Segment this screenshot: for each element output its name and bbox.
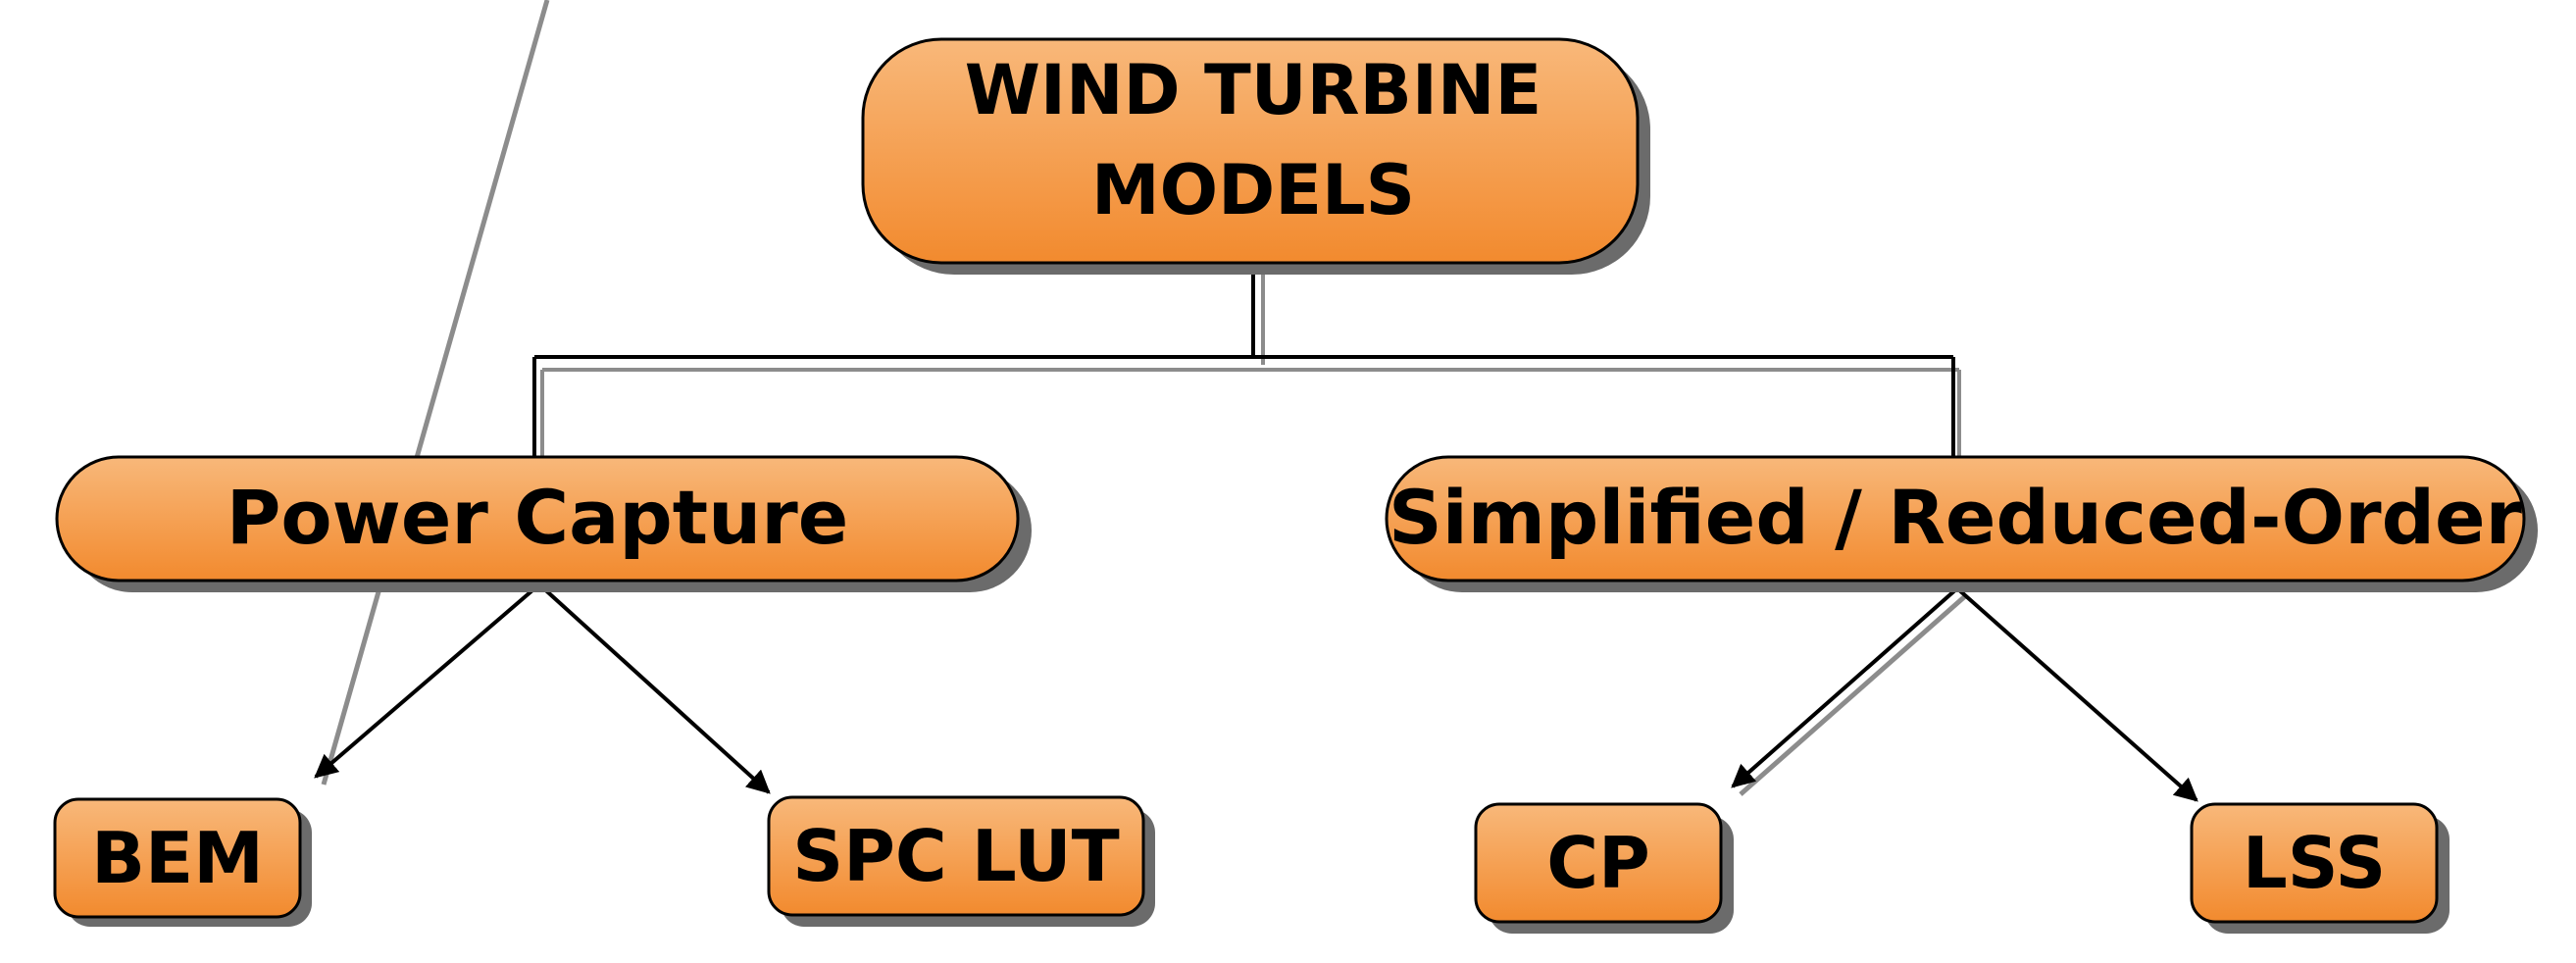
root-title-line2: MODELS	[1091, 150, 1415, 230]
spc-lut-label: SPC LUT	[792, 815, 1119, 897]
bem-label: BEM	[91, 817, 264, 899]
arrow-power-capture-to-bem	[314, 0, 550, 786]
cp-node: CP	[1474, 802, 1734, 934]
root-connector	[532, 263, 1961, 461]
simplified-reduced-order-label: Simplified / Reduced-Order	[1389, 474, 2523, 561]
root-title-line1: WIND TURBINE	[965, 50, 1542, 130]
power-capture-label: Power Capture	[227, 474, 849, 561]
spc-lut-node: SPC LUT	[767, 795, 1155, 927]
bem-node: BEM	[53, 797, 312, 927]
arrow-power-capture-to-spc-lut	[537, 583, 771, 794]
arrow-simplified-to-cp	[1731, 586, 1967, 796]
simplified-reduced-order-node: Simplified / Reduced-Order	[1385, 455, 2538, 592]
lss-label: LSS	[2243, 822, 2386, 904]
arrow-simplified-to-lss	[1955, 586, 2198, 802]
lss-node: LSS	[2190, 802, 2450, 934]
root-node: WIND TURBINE MODELS	[861, 37, 1650, 275]
power-capture-node: Power Capture	[55, 455, 1032, 592]
cp-label: CP	[1546, 822, 1650, 904]
